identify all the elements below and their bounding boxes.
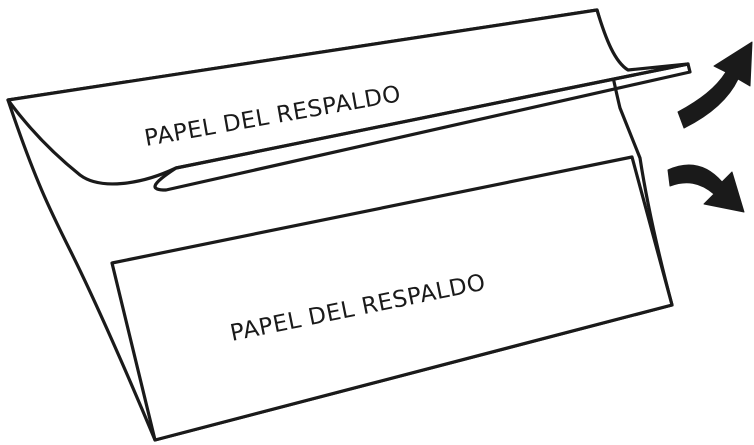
lower-backing-paper: PAPEL DEL RESPALDO bbox=[110, 155, 674, 442]
curved-arrow-up-right-icon bbox=[677, 41, 753, 129]
curved-arrow-down-right-icon bbox=[667, 164, 745, 213]
